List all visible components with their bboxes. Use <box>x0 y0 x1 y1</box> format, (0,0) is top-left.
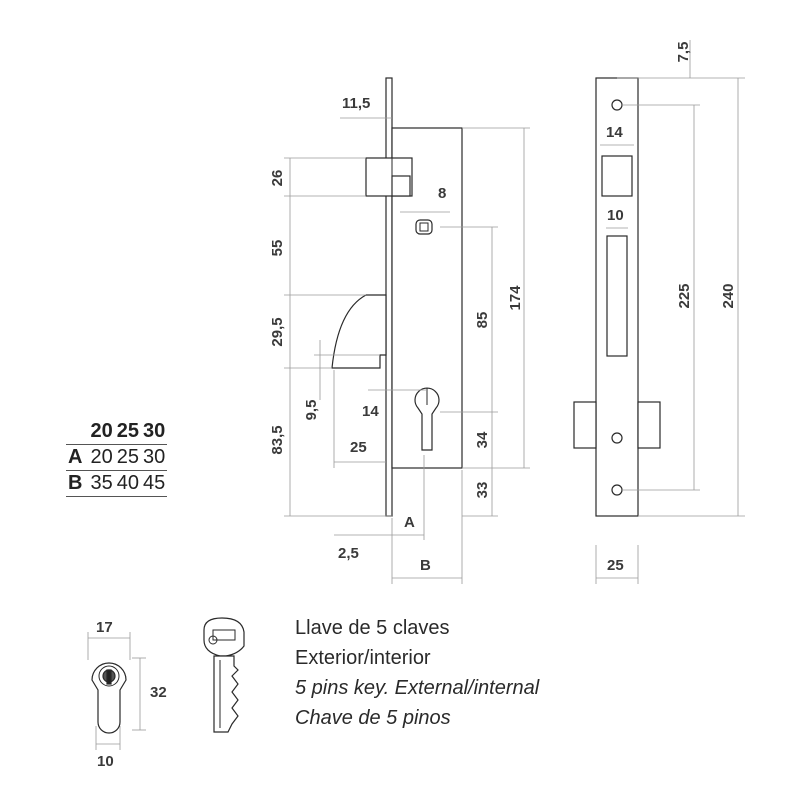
size-table-header-cell: 20 <box>88 418 115 445</box>
caption-english: 5 pins key. External/internal <box>295 677 540 699</box>
dim-55: 55 <box>269 240 286 257</box>
dim-10-cyl: 10 <box>97 753 114 770</box>
caption-spanish-2: Exterior/interior <box>295 647 431 669</box>
size-table: 20 25 30 A 20 25 30 B 35 40 45 <box>66 418 168 497</box>
dim-8: 8 <box>438 185 446 202</box>
dim-2-5: 2,5 <box>338 545 359 562</box>
dim-B: B <box>420 557 431 574</box>
size-table-corner <box>66 418 89 445</box>
dim-83-5: 83,5 <box>269 425 286 454</box>
dim-A: A <box>404 514 415 531</box>
dimension-labels: 7,5 11,5 26 8 14 10 55 174 225 240 85 29… <box>96 42 737 770</box>
dim-34: 34 <box>474 431 491 448</box>
lock-side-view <box>331 77 463 517</box>
size-table-row-label: A <box>66 444 89 471</box>
caption-spanish-1: Llave de 5 claves <box>295 617 450 639</box>
dim-9-5: 9,5 <box>303 400 320 421</box>
dim-174: 174 <box>507 285 524 311</box>
key-bow <box>203 617 245 657</box>
size-table-row-label: B <box>66 470 89 497</box>
cylinder-profile <box>87 632 146 750</box>
dim-17: 17 <box>96 619 113 636</box>
dim-25-left: 25 <box>350 439 367 456</box>
dim-29-5: 29,5 <box>269 317 286 346</box>
cylinder-hole <box>414 387 440 451</box>
dim-10-top: 10 <box>607 207 624 224</box>
size-table-cell: 20 <box>88 444 115 471</box>
dim-33: 33 <box>474 482 491 499</box>
latch-opening <box>601 155 633 197</box>
dim-240: 240 <box>720 283 737 308</box>
size-table-row-a: A 20 25 30 <box>66 444 168 471</box>
size-table-cell: 45 <box>140 470 168 497</box>
dim-7-5: 7,5 <box>675 42 692 63</box>
screw-hole-mid <box>611 432 623 444</box>
faceplate-side <box>385 77 393 517</box>
key-blade <box>213 655 239 733</box>
size-table-header-cell: 30 <box>140 418 168 445</box>
size-table-cell: 30 <box>140 444 168 471</box>
size-table-cell: 25 <box>114 444 141 471</box>
size-table-header-cell: 25 <box>114 418 141 445</box>
key-drawing <box>203 617 245 733</box>
dim-85: 85 <box>474 312 491 329</box>
dim-11-5: 11,5 <box>342 95 370 112</box>
dim-26: 26 <box>269 170 286 187</box>
hook-cover-right <box>637 401 661 449</box>
dim-32: 32 <box>150 684 167 701</box>
bolt-opening <box>606 235 628 357</box>
size-table-cell: 35 <box>88 470 115 497</box>
size-table-header: 20 25 30 <box>66 418 168 445</box>
screw-hole-bottom <box>611 484 623 496</box>
hook-bolt <box>331 294 387 369</box>
key-captions: Llave de 5 claves Exterior/interior 5 pi… <box>295 613 539 733</box>
dim-25-bottom: 25 <box>607 557 624 574</box>
size-table-row-b: B 35 40 45 <box>66 470 168 497</box>
faceplate-front-view <box>573 77 661 517</box>
screw-hole-top <box>611 99 623 111</box>
dim-14-mid: 14 <box>362 403 379 420</box>
size-table-cell: 40 <box>114 470 141 497</box>
hook-cover-left <box>573 401 597 449</box>
spindle-hole <box>415 219 433 235</box>
dim-225: 225 <box>676 283 693 308</box>
dim-14-top: 14 <box>606 124 623 141</box>
caption-portuguese: Chave de 5 pinos <box>295 707 451 729</box>
dimension-lines <box>284 40 745 584</box>
